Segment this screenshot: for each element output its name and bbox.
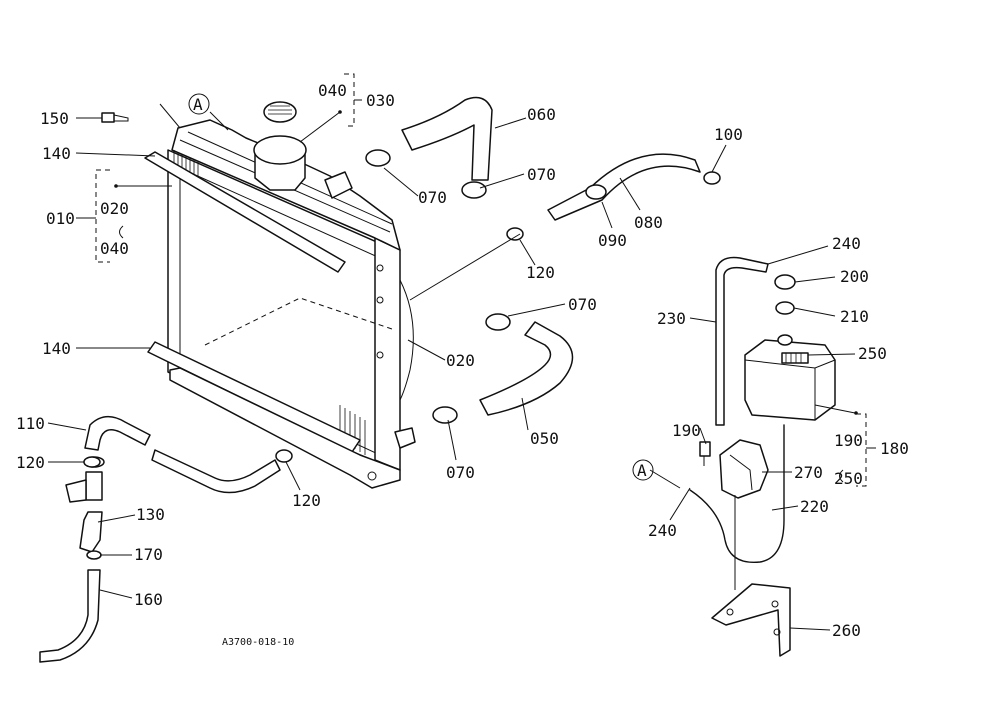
label-100: 100 <box>714 125 743 144</box>
label-160: 160 <box>134 590 163 609</box>
label-120-a: 120 <box>526 263 555 282</box>
label-250: 250 <box>858 344 887 363</box>
tube-220 <box>689 424 785 564</box>
label-050: 050 <box>530 429 559 448</box>
label-170: 170 <box>134 545 163 564</box>
drain-cock-130 <box>65 456 105 560</box>
label-140-bottom: 140 <box>42 339 71 358</box>
label-250-sub: 250 <box>834 469 863 488</box>
hose-110 <box>84 416 151 451</box>
callout-a-top: A <box>188 93 210 115</box>
leader-lines <box>47 103 856 631</box>
label-030: 030 <box>366 91 395 110</box>
hose-lower-right <box>151 449 281 494</box>
label-190-sub: 190 <box>834 431 863 450</box>
radiator-assembly <box>144 119 416 489</box>
label-240-bottom: 240 <box>648 521 677 540</box>
label-120-b: 120 <box>292 491 321 510</box>
label-220: 220 <box>800 497 829 516</box>
figure-code: A3700-018-10 <box>222 637 294 648</box>
label-020: 020 <box>446 351 475 370</box>
label-040: 040 <box>318 81 347 100</box>
label-020-sub: 020 <box>100 199 129 218</box>
tube-230 <box>715 256 769 426</box>
label-070-d: 070 <box>446 463 475 482</box>
label-060: 060 <box>527 105 556 124</box>
label-040-sub: 040 <box>100 239 129 258</box>
label-190: 190 <box>672 421 701 440</box>
lower-hose-050 <box>479 321 574 416</box>
label-080: 080 <box>634 213 663 232</box>
clamps <box>83 149 721 468</box>
label-200: 200 <box>840 267 869 286</box>
label-140-top: 140 <box>42 144 71 163</box>
label-180: 180 <box>880 439 909 458</box>
label-120-c: 120 <box>16 453 45 472</box>
group-bracket-010 <box>95 169 110 263</box>
radiator-cap <box>263 101 297 123</box>
label-070-b: 070 <box>527 165 556 184</box>
group-bracket-180 <box>856 413 867 487</box>
label-270: 270 <box>794 463 823 482</box>
label-070-a: 070 <box>418 188 447 207</box>
label-130: 130 <box>136 505 165 524</box>
label-010: 010 <box>46 209 75 228</box>
label-090: 090 <box>598 231 627 250</box>
label-230: 230 <box>657 309 686 328</box>
bracket-260 <box>711 583 791 657</box>
label-110: 110 <box>16 414 45 433</box>
label-240-top: 240 <box>832 234 861 253</box>
hose-160 <box>39 569 101 663</box>
label-260: 260 <box>832 621 861 640</box>
label-070-c: 070 <box>568 295 597 314</box>
callout-a-right: A <box>632 459 654 481</box>
label-150: 150 <box>40 109 69 128</box>
part-labels: 150 140 140 010 020 040 040 030 060 070 … <box>16 81 909 640</box>
reserve-tank-250 <box>744 274 836 421</box>
label-210: 210 <box>840 307 869 326</box>
callout-a-right-text: A <box>637 461 647 480</box>
pipe-080 <box>547 153 701 221</box>
callout-a-top-text: A <box>193 95 203 114</box>
bracket-270 <box>699 439 769 499</box>
upper-hose-060 <box>401 96 493 181</box>
bolt-150 <box>101 112 129 123</box>
